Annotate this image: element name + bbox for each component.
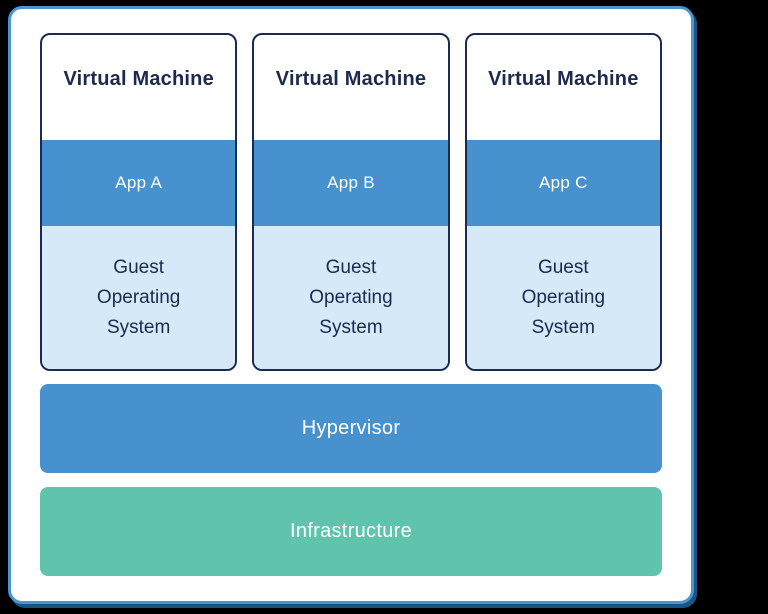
guest-os-label: Guest Operating System bbox=[521, 256, 606, 338]
vm-title: Virtual Machine bbox=[275, 68, 427, 90]
guest-os-label: Guest Operating System bbox=[96, 256, 181, 338]
infrastructure-layer: Infrastructure bbox=[40, 487, 662, 576]
guest-os-band: Guest Operating System bbox=[254, 226, 448, 369]
app-c-band: App C bbox=[466, 140, 660, 226]
guest-os-band: Guest Operating System bbox=[466, 226, 660, 369]
app-a-band: App A bbox=[42, 140, 236, 226]
hypervisor-layer: Hypervisor bbox=[40, 384, 662, 473]
vm-title: Virtual Machine bbox=[63, 68, 214, 90]
guest-os-band: Guest Operating System bbox=[42, 226, 236, 369]
virtualization-architecture-diagram: Virtual Machine App A Guest Operating Sy… bbox=[8, 6, 694, 604]
vm-box-3: Virtual Machine App C Guest Operating Sy… bbox=[464, 33, 662, 371]
app-b-band: App B bbox=[254, 140, 448, 226]
vm-row: Virtual Machine App A Guest Operating Sy… bbox=[40, 33, 662, 371]
vm-title: Virtual Machine bbox=[488, 68, 639, 90]
vm-box-2: Virtual Machine App B Guest Operating Sy… bbox=[252, 33, 450, 371]
vm-box-1: Virtual Machine App A Guest Operating Sy… bbox=[40, 33, 238, 371]
guest-os-label: Guest Operating System bbox=[309, 256, 393, 338]
